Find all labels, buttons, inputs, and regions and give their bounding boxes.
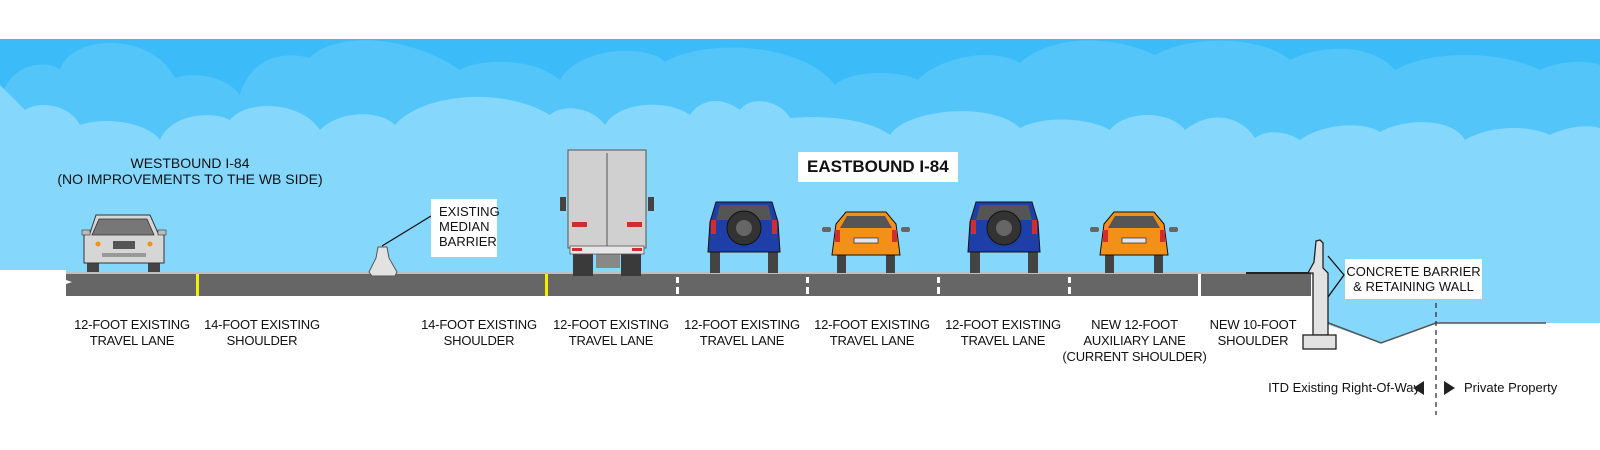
lane-label: 14-FOOT EXISTING SHOULDER bbox=[204, 317, 320, 348]
lane-label: 12-FOOT EXISTING TRAVEL LANE bbox=[684, 317, 800, 348]
lane-label: NEW 12-FOOT AUXILIARY LANE (CURRENT SHOU… bbox=[1062, 317, 1207, 364]
lane-dash-lines bbox=[676, 277, 1071, 294]
lane-label: 14-FOOT EXISTING SHOULDER bbox=[421, 317, 537, 348]
right-of-way-label: ITD Existing Right-Of-Way bbox=[1268, 380, 1420, 395]
vehicle-box-truck bbox=[560, 149, 654, 276]
lane-label: 12-FOOT EXISTING TRAVEL LANE bbox=[74, 317, 190, 348]
vehicle-blue-suv-1 bbox=[707, 201, 781, 273]
median-barrier bbox=[368, 215, 432, 277]
vehicle-silver-sedan bbox=[81, 214, 167, 272]
solid-edge-line-eb bbox=[1198, 274, 1201, 296]
vehicle-orange-hatchback-1 bbox=[822, 211, 910, 273]
retaining-wall bbox=[1302, 239, 1345, 350]
eastbound-title: EASTBOUND I-84 bbox=[798, 152, 958, 182]
vehicle-blue-suv-2 bbox=[967, 201, 1041, 273]
retaining-wall-callout: CONCRETE BARRIER & RETAINING WALL bbox=[1345, 259, 1482, 299]
ground-profile bbox=[1325, 321, 1546, 344]
ground-left-edge bbox=[0, 270, 66, 300]
private-property-label: Private Property bbox=[1464, 380, 1558, 395]
vehicle-orange-hatchback-2 bbox=[1090, 211, 1178, 273]
westbound-title: WESTBOUND I-84 (NO IMPROVEMENTS TO THE W… bbox=[57, 155, 323, 187]
arrow-right-icon bbox=[1444, 381, 1455, 395]
roadway bbox=[60, 272, 1311, 296]
lane-label: 12-FOOT EXISTING TRAVEL LANE bbox=[553, 317, 669, 348]
arrow-left-icon bbox=[1413, 381, 1424, 395]
lane-label: NEW 10-FOOT SHOULDER bbox=[1209, 317, 1297, 348]
lane-label: 12-FOOT EXISTING TRAVEL LANE bbox=[814, 317, 930, 348]
lane-label: 12-FOOT EXISTING TRAVEL LANE bbox=[945, 317, 1061, 348]
median-barrier-callout: EXISTING MEDIAN BARRIER bbox=[431, 199, 500, 257]
yellow-edge-line-eb bbox=[545, 274, 548, 296]
yellow-edge-line-wb bbox=[196, 274, 199, 296]
